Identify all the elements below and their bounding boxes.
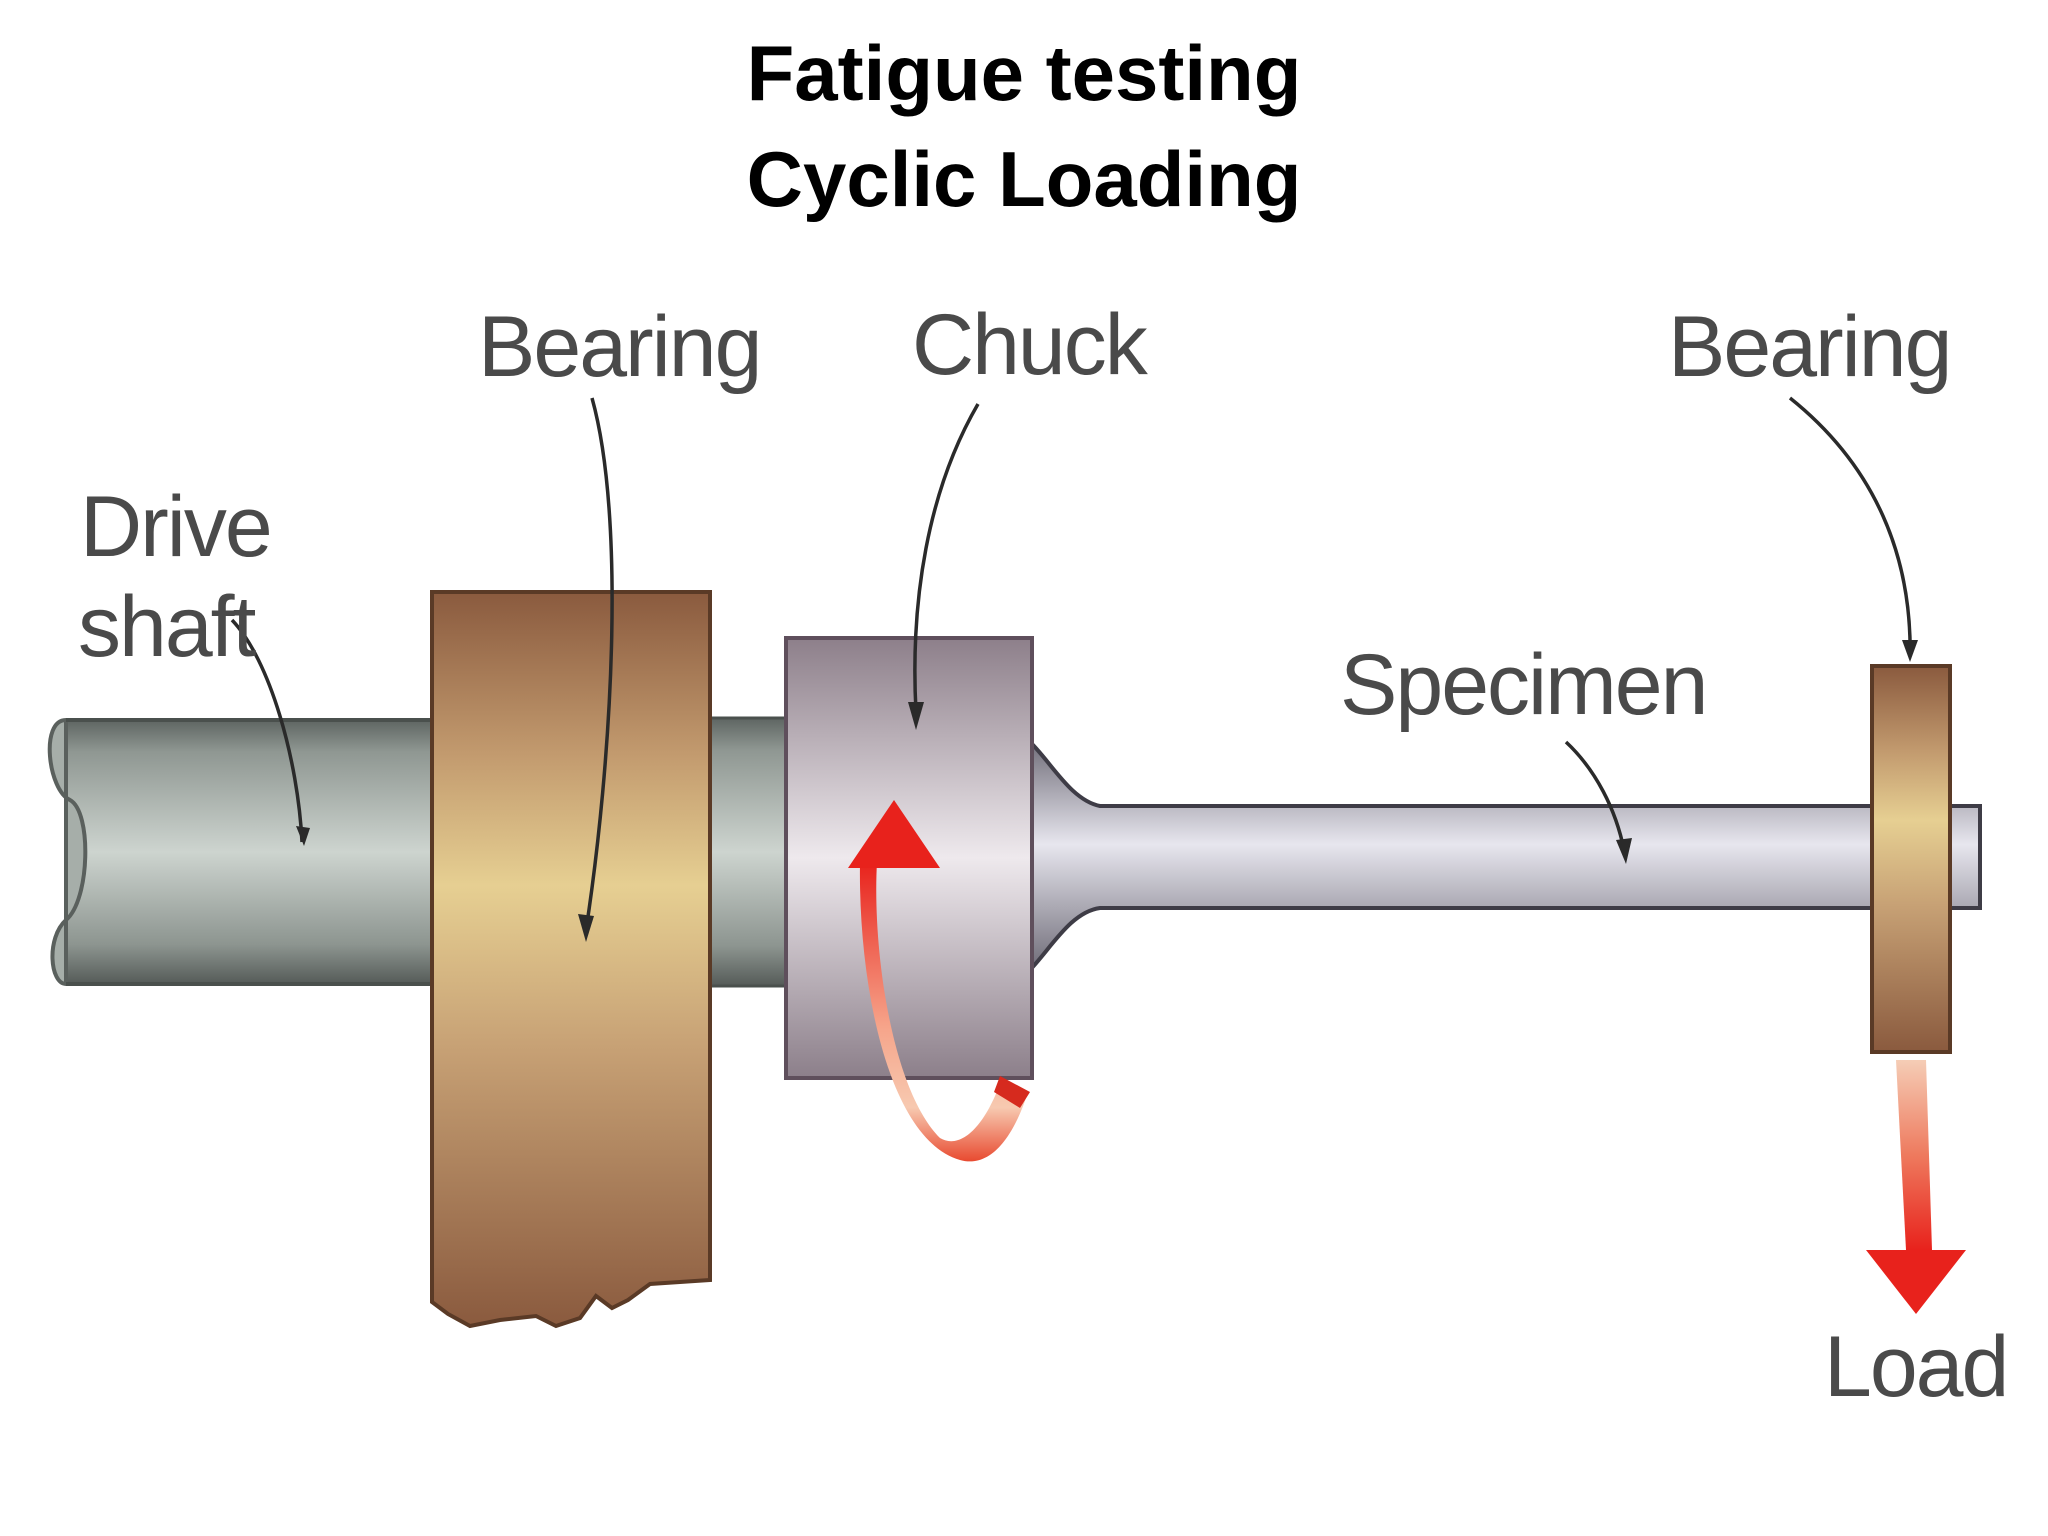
load-arrow-icon bbox=[1866, 1060, 1966, 1314]
leader-drive-shaft bbox=[230, 618, 304, 843]
label-bearing-right: Bearing bbox=[1668, 299, 1950, 395]
leader-drive-shaft-arrowhead bbox=[296, 826, 310, 846]
label-bearing-left: Bearing bbox=[478, 299, 760, 395]
leader-chuck bbox=[913, 403, 980, 713]
leader-bearing-left-arrowhead bbox=[578, 914, 594, 942]
label-drive-shaft-line-2: shaft bbox=[78, 579, 257, 675]
leader-specimen-arrowhead bbox=[1616, 838, 1632, 864]
label-specimen: Specimen bbox=[1340, 637, 1706, 733]
leader-chuck-arrowhead bbox=[908, 702, 924, 730]
bearing-left-block bbox=[430, 590, 712, 1329]
leader-specimen bbox=[1564, 740, 1626, 851]
label-chuck: Chuck bbox=[912, 297, 1149, 393]
bearing-right-block bbox=[1870, 664, 1952, 1054]
leader-bearing-left bbox=[584, 397, 614, 931]
label-load: Load bbox=[1824, 1319, 2007, 1415]
specimen-rod bbox=[1026, 735, 1982, 977]
diagram-title-line-2: Cyclic Loading bbox=[746, 135, 1302, 223]
leader-bearing-right bbox=[1788, 396, 1912, 641]
rotation-arrow-icon bbox=[848, 800, 1030, 1162]
drive-shaft-collar bbox=[704, 716, 788, 988]
label-drive-shaft-line-1: Drive bbox=[80, 479, 271, 575]
drive-shaft bbox=[47, 717, 436, 987]
leader-bearing-right-arrowhead bbox=[1902, 640, 1918, 662]
diagram-title-line-1: Fatigue testing bbox=[746, 29, 1302, 117]
leader-lines bbox=[230, 396, 1918, 942]
